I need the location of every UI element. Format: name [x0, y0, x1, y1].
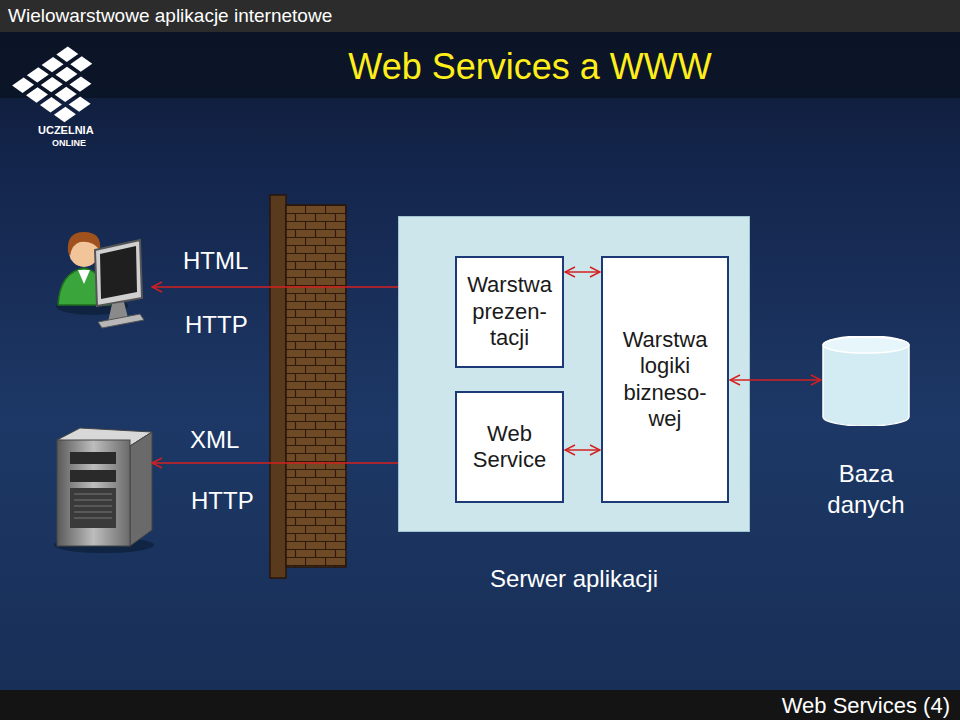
- course-name: Wielowarstwowe aplikacje internetowe: [8, 5, 332, 27]
- protocol-label: HTTP: [191, 487, 254, 515]
- logo-text: UCZELNIA: [38, 124, 94, 136]
- logo-grid: [12, 47, 120, 123]
- cylinder-shape: [822, 336, 910, 426]
- firewall-post: [270, 195, 286, 578]
- slide-number: Web Services (4): [782, 693, 950, 719]
- slide-title: Web Services a WWW: [0, 46, 960, 88]
- app-server-panel: Warstwa prezen- tacjiWeb Service Warstwa …: [398, 216, 750, 532]
- layer-box: Web Service: [455, 391, 564, 503]
- layer-label: Web Service: [461, 421, 558, 474]
- node-caption: Baza danych: [812, 458, 920, 520]
- protocol-label: HTML: [183, 247, 248, 275]
- connector-arrow: [565, 271, 600, 273]
- top-strip: [0, 0, 960, 32]
- bottom-bar: [0, 690, 960, 720]
- protocol-label: XML: [190, 426, 239, 454]
- server-icon: [54, 428, 154, 553]
- protocol-label: HTTP: [185, 311, 248, 339]
- cylinder-top: [823, 337, 909, 353]
- connector-arrow: [730, 379, 821, 381]
- node-caption: Serwer aplikacji: [399, 563, 749, 594]
- layer-label: Warstwa prezen- tacji: [461, 272, 558, 351]
- logo-text: ONLINE: [52, 138, 86, 148]
- layer-box: Warstwa prezen- tacji: [455, 256, 564, 368]
- firewall-wall: [286, 205, 346, 567]
- layer-box: Warstwa logiki bizneso- wej: [601, 256, 729, 503]
- user-icon: [56, 232, 144, 328]
- database-cylinder: Baza danych: [822, 336, 910, 426]
- cylinder-body: [823, 336, 909, 426]
- connector-arrow: [565, 449, 600, 451]
- layer-label: Warstwa logiki bizneso- wej: [607, 327, 723, 433]
